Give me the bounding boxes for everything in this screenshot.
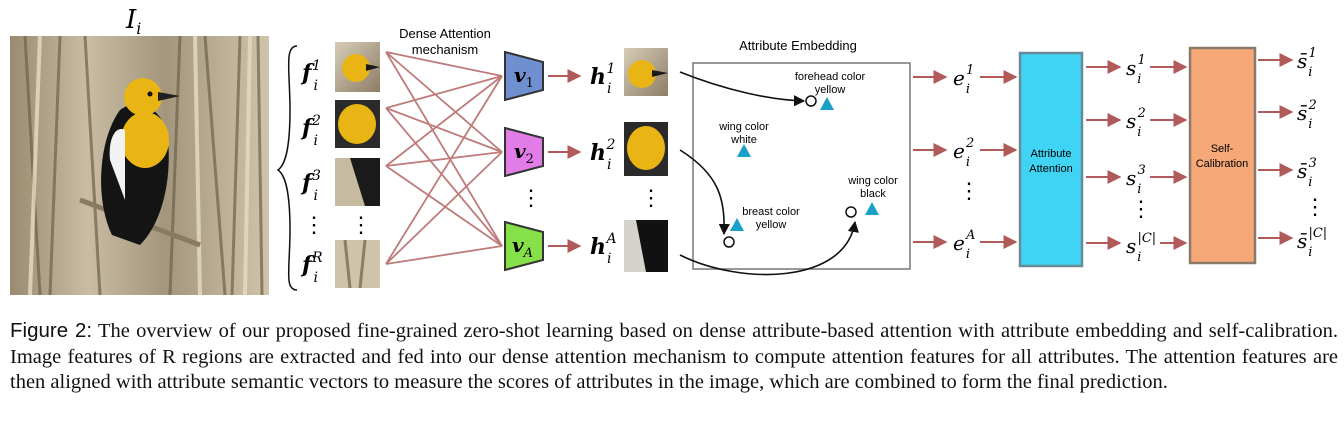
attention-vector-2: v2 xyxy=(504,126,544,178)
dense-link-2-1 xyxy=(385,75,503,109)
dense-link-2-2 xyxy=(385,107,503,153)
attention-patch-A xyxy=(624,220,668,272)
score-2-label: si2 xyxy=(1126,106,1146,140)
label-wing-black-line1: wing color xyxy=(847,175,898,187)
calibrated-score-C-label: s̄i|C| xyxy=(1297,226,1327,260)
embedding-2-label: ei2 xyxy=(953,136,974,170)
region-patch-R xyxy=(335,239,380,289)
dense-link-3-3 xyxy=(385,165,503,247)
attention-vdots: ⋮ xyxy=(520,186,542,211)
dense-link-1-1 xyxy=(385,51,503,77)
attribute-triangle-wing-white xyxy=(737,144,751,157)
attention-vector-A-shape xyxy=(504,220,544,272)
attention-vector-1-shape xyxy=(504,50,544,102)
feature-vdots: ⋮ xyxy=(303,213,325,238)
dense-link-4-2 xyxy=(385,151,503,265)
feature-point-wing-black xyxy=(845,206,857,218)
dense-link-1-3 xyxy=(385,51,503,247)
score-1-label: si1 xyxy=(1126,53,1146,87)
label-breast-line2: yellow xyxy=(756,219,787,231)
embedding-vdots: ⋮ xyxy=(958,179,980,204)
caption-line-3: for all attributes. The attention featur… xyxy=(10,345,1338,394)
calibrated-score-2-label: s̄i2 xyxy=(1297,98,1317,132)
patch-vdots: ⋮ xyxy=(350,213,372,238)
feature-point-breast xyxy=(723,236,735,248)
caption-line-1: The overview of our proposed fine-graine… xyxy=(97,320,1167,342)
embedding-space-box xyxy=(692,62,911,270)
dense-link-4-3 xyxy=(385,245,503,265)
dense-connections xyxy=(385,51,503,265)
region-patch-1 xyxy=(335,42,380,92)
attribute-attention-block xyxy=(1018,51,1084,268)
dense-attention-title-line1: Dense Attention xyxy=(399,26,491,41)
attention-patch-vdots: ⋮ xyxy=(640,186,662,211)
calibrated-score-arrows xyxy=(1258,53,1294,245)
attention-patch-1 xyxy=(624,48,668,96)
label-wing-white-line1: wing color xyxy=(718,121,769,133)
embedding-title: Attribute Embedding xyxy=(739,38,857,53)
attention-vector-2-label: v2 xyxy=(514,139,534,167)
score-arrows xyxy=(1086,60,1188,250)
dense-link-4-1 xyxy=(385,75,503,265)
attention-feature-2-label: hi2 xyxy=(590,137,615,173)
caption-label: Figure 2: xyxy=(10,319,93,342)
region-patch-2 xyxy=(335,100,380,148)
attribute-triangle-forehead xyxy=(820,97,834,110)
region-patch-3 xyxy=(335,158,380,206)
attention-vector-1: v1 xyxy=(504,50,544,102)
caption-line-2: and self-calibration. Image features of … xyxy=(10,320,1339,368)
attention-vector-A-label: vA xyxy=(512,233,533,261)
dense-link-1-2 xyxy=(385,51,503,153)
embedding-output-arrows xyxy=(913,70,1018,249)
label-wing-white-line2: white xyxy=(730,134,757,146)
calibrated-score-1-label: s̄i1 xyxy=(1297,46,1317,80)
embedding-1-label: ei1 xyxy=(953,63,974,97)
score-C-label: si|C| xyxy=(1126,231,1156,265)
label-forehead-line2: yellow xyxy=(815,84,846,96)
dense-link-2-3 xyxy=(385,107,503,247)
embedding-A-label: eiA xyxy=(953,228,975,262)
input-image-label: Ii xyxy=(125,5,141,38)
dense-attention-title-line2: mechanism xyxy=(412,42,478,57)
figure-caption: Figure 2: The overview of our proposed f… xyxy=(10,318,1338,396)
attribute-attention-label-line2: Attention xyxy=(1029,163,1072,175)
feature-brace xyxy=(276,45,298,291)
attribute-triangle-wing-black xyxy=(865,202,879,215)
vector-to-feature-arrows xyxy=(548,69,582,253)
dense-link-3-1 xyxy=(385,75,503,167)
embedding-markers xyxy=(723,95,879,248)
label-breast-line1: breast color xyxy=(742,206,800,218)
dense-link-3-2 xyxy=(385,151,503,167)
caption-line-4: which are combined to form the final pre… xyxy=(769,371,1168,393)
self-calibration-label-line2: Calibration xyxy=(1196,158,1249,170)
embedding-curves xyxy=(679,71,859,276)
score-vdots: ⋮ xyxy=(1130,197,1152,222)
attention-feature-1-label: hi1 xyxy=(590,61,615,97)
self-calibration-block xyxy=(1188,46,1257,265)
self-calibration-label-line1: Self- xyxy=(1211,143,1234,155)
calibrated-score-vdots: ⋮ xyxy=(1304,195,1326,220)
calibrated-score-3-label: s̄i3 xyxy=(1297,156,1317,190)
input-bird-image xyxy=(10,35,269,296)
attention-vector-2-shape xyxy=(504,126,544,178)
attribute-triangle-breast xyxy=(730,218,744,231)
attention-patch-2 xyxy=(624,122,668,176)
attribute-attention-label-line1: Attribute xyxy=(1031,148,1072,160)
attention-vector-A: vA xyxy=(504,220,544,272)
label-forehead-line1: forehead color xyxy=(795,71,866,83)
attention-vector-1-label: v1 xyxy=(514,63,534,91)
label-wing-black-line2: black xyxy=(860,188,886,200)
score-3-label: si3 xyxy=(1126,163,1146,197)
feature-point-forehead xyxy=(805,95,817,107)
attention-feature-A-label: hiA xyxy=(590,231,617,267)
